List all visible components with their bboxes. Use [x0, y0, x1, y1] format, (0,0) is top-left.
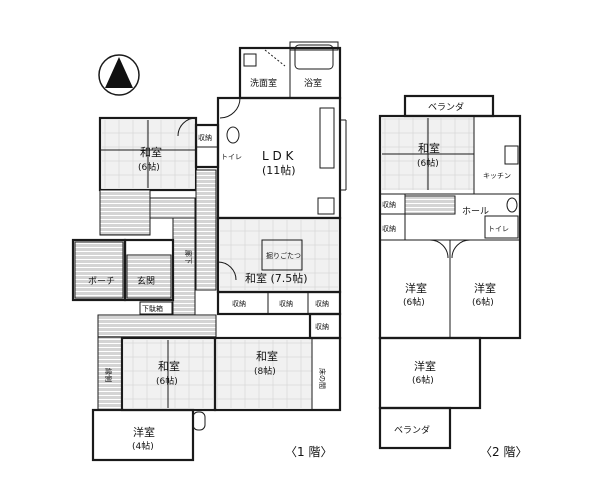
washitsu-8-label: 和室: [256, 349, 278, 363]
storage-a-label: 収納: [198, 133, 212, 142]
washitsu-sw-size: (6帖): [156, 375, 178, 387]
washitsu-center-label: 和室 (7.5帖): [245, 271, 308, 285]
entrance-label: 玄関: [137, 275, 155, 287]
toilet-2f-label: トイレ: [488, 225, 509, 233]
porch-label: ポーチ: [88, 276, 115, 287]
storage-d-label: 収納: [315, 299, 329, 308]
storage-2f-a-label: 収納: [382, 200, 396, 209]
youshitsu-label: 洋室: [133, 425, 155, 439]
shoe-box-label: 下駄箱: [142, 304, 163, 313]
youshitsu-2f-r-label: 洋室: [474, 281, 496, 295]
toilet-label: トイレ: [221, 153, 242, 161]
washitsu-nw-size: (6帖): [138, 161, 160, 173]
youshitsu-2f-s-size: (6帖): [412, 374, 434, 386]
floor-2-plan: [378, 94, 522, 450]
youshitsu-2f-l-label: 洋室: [405, 281, 427, 295]
washitsu-2f-size: (6帖): [417, 157, 439, 169]
youshitsu-2f-s-label: 洋室: [414, 359, 436, 373]
washitsu-8-size: (8帖): [254, 365, 276, 377]
floor-1-plan: [71, 41, 347, 462]
ldk-label: L D K: [262, 149, 295, 163]
youshitsu-2f-r-size: (6帖): [472, 296, 494, 308]
ldk-size: (11帖): [262, 164, 296, 177]
storage-e-label: 収納: [315, 322, 329, 331]
engawa-label: 縁側: [104, 368, 113, 382]
tokonoma-label: 床の間: [318, 368, 327, 389]
washroom-label: 洗面室: [250, 77, 277, 89]
floor-1-title: 〈1 階〉: [285, 444, 332, 459]
veranda-bottom-label: ベランダ: [394, 424, 430, 436]
storage-c-label: 収納: [279, 299, 293, 308]
floor-2-title: 〈2 階〉: [480, 444, 527, 459]
kotatsu-label: 掘りごたつ: [266, 251, 301, 260]
hall-label: ホール: [462, 206, 489, 217]
washitsu-nw-label: 和室: [140, 145, 162, 159]
bathroom-label: 浴室: [304, 77, 322, 89]
youshitsu-size: (4帖): [132, 440, 154, 452]
storage-2f-b-label: 収納: [382, 224, 396, 233]
kitchen-label: キッチン: [483, 172, 511, 180]
corridor-label: 廊下: [184, 250, 193, 264]
north-arrow-icon: [98, 54, 140, 96]
washitsu-2f-label: 和室: [418, 141, 440, 155]
storage-b-label: 収納: [232, 299, 246, 308]
veranda-top-label: ベランダ: [428, 101, 464, 113]
youshitsu-2f-l-size: (6帖): [403, 296, 425, 308]
washitsu-sw-label: 和室: [158, 359, 180, 373]
